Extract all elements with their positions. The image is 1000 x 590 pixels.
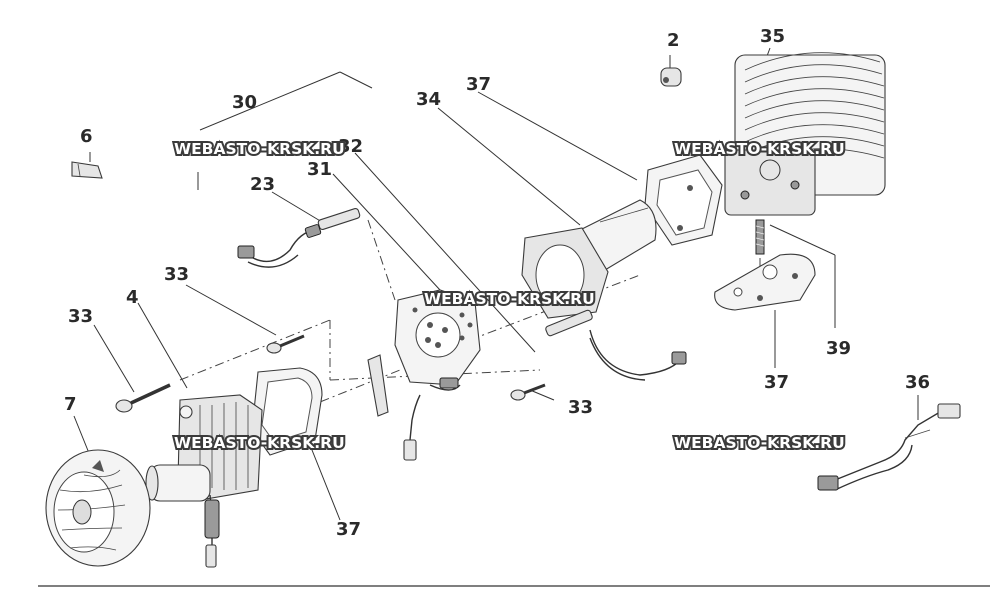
callout-37-right: 37 <box>764 372 789 393</box>
leader-lines <box>38 47 990 587</box>
part-39-stud <box>755 219 765 255</box>
part-bracket-wire <box>367 354 461 461</box>
callout-37-bottom: 37 <box>336 519 361 540</box>
part-6-clip <box>71 161 103 179</box>
callout-37-top: 37 <box>466 74 491 95</box>
watermark-text: WEBASTO-KRSK.RU <box>174 140 345 158</box>
callout-33-left: 33 <box>68 306 93 327</box>
watermark-3: WEBASTO-KRSK.RU <box>422 288 597 310</box>
part-2-cap <box>660 67 682 87</box>
part-31-burner-plate <box>394 289 481 386</box>
part-37-gasket-bottom <box>251 367 323 456</box>
part-37-gasket-top <box>644 154 723 246</box>
part-7-blower-wheel <box>45 449 151 567</box>
part-32-glow-plug <box>545 309 687 381</box>
part-4-motor-unit <box>129 394 263 568</box>
callout-6: 6 <box>80 126 93 147</box>
part-23-sensor <box>237 207 361 268</box>
part-36-cable-harness <box>817 403 961 491</box>
watermark-4: WEBASTO-KRSK.RU <box>172 432 347 454</box>
callout-2: 2 <box>667 30 680 51</box>
watermark-2: WEBASTO-KRSK.RU <box>672 138 847 160</box>
callout-7: 7 <box>64 394 77 415</box>
watermark-text: WEBASTO-KRSK.RU <box>424 290 595 308</box>
callout-30: 30 <box>232 92 257 113</box>
part-34-combustion-tube <box>521 199 657 319</box>
watermark-text: WEBASTO-KRSK.RU <box>174 434 345 452</box>
callout-labels: 2 35 37 34 30 6 32 31 23 33 4 33 7 33 37… <box>64 26 930 540</box>
watermark-1: WEBASTO-KRSK.RU <box>172 138 347 160</box>
callout-35: 35 <box>760 26 785 47</box>
watermark-5: WEBASTO-KRSK.RU <box>672 432 847 454</box>
watermark-text: WEBASTO-KRSK.RU <box>674 140 845 158</box>
callout-32: 32 <box>338 136 363 157</box>
callout-4: 4 <box>126 287 139 308</box>
callout-23: 23 <box>250 174 275 195</box>
callout-33-top: 33 <box>164 264 189 285</box>
part-33-screw-mid <box>510 383 546 401</box>
part-35-heat-exchanger <box>724 52 886 216</box>
callout-34: 34 <box>416 89 441 110</box>
callout-33-mid: 33 <box>568 397 593 418</box>
callout-39: 39 <box>826 338 851 359</box>
watermark-text: WEBASTO-KRSK.RU <box>674 434 845 452</box>
callout-31: 31 <box>307 159 332 180</box>
part-33-screw-left <box>115 383 171 413</box>
part-37-gasket-right <box>714 253 816 311</box>
callout-36: 36 <box>905 372 930 393</box>
part-33-screw-upper <box>266 334 305 354</box>
